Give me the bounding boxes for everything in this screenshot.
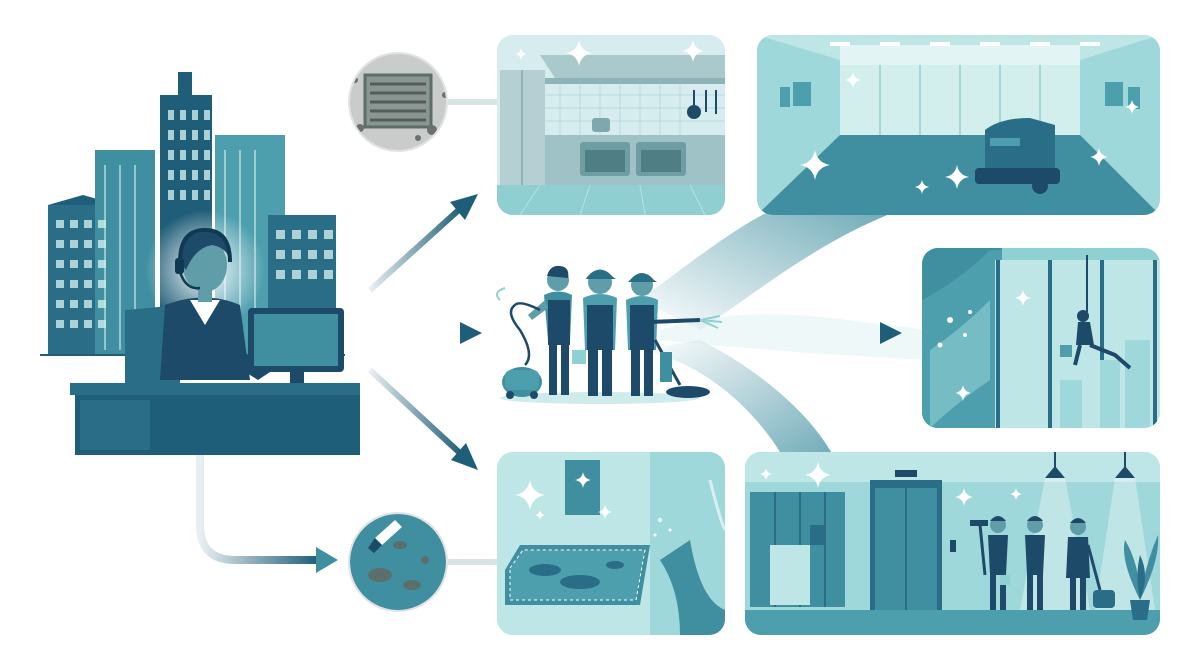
bucket-icon — [1000, 575, 1010, 585]
carpet-stain-icon — [348, 512, 448, 612]
arrow-icon — [720, 322, 902, 344]
lobby-crew-member — [1066, 518, 1115, 610]
flow-arrows — [196, 99, 902, 573]
dispatcher-agent — [125, 232, 270, 390]
arrow-icon — [367, 194, 478, 293]
computer-monitor-icon — [248, 308, 344, 386]
vent-grime-icon — [348, 52, 448, 152]
office-desk — [70, 383, 360, 455]
cleaning-crew — [495, 265, 723, 404]
bucket-icon — [1060, 345, 1072, 357]
flow-beams — [640, 200, 930, 470]
vacuum-icon — [495, 287, 542, 399]
floor-buffer-icon — [653, 339, 710, 398]
lobby-crew-member — [970, 516, 1010, 610]
office-floor-scrubbing-panel — [757, 35, 1160, 215]
crew-member — [572, 269, 617, 396]
window-cleaner — [1060, 310, 1132, 370]
headset-icon — [175, 227, 232, 290]
crew-member — [626, 273, 658, 396]
potted-plant — [1124, 535, 1159, 620]
crew-member — [528, 265, 572, 395]
lobby-crew-member — [1025, 516, 1045, 610]
floor-scrubber-icon — [975, 118, 1060, 194]
arrow-icon — [370, 322, 482, 344]
kitchen-exhaust-panel — [497, 35, 725, 215]
elevator-icon — [870, 470, 956, 610]
dispatcher-office — [40, 72, 360, 455]
lobby-janitorial-panel — [745, 452, 1160, 635]
window-washing-panel — [922, 248, 1160, 428]
carpet-cleaning-panel — [497, 452, 725, 635]
arrow-icon — [196, 455, 338, 573]
arrow-icon — [367, 367, 478, 470]
bucket-icon — [572, 350, 586, 364]
pressure-washer-icon — [649, 315, 723, 329]
